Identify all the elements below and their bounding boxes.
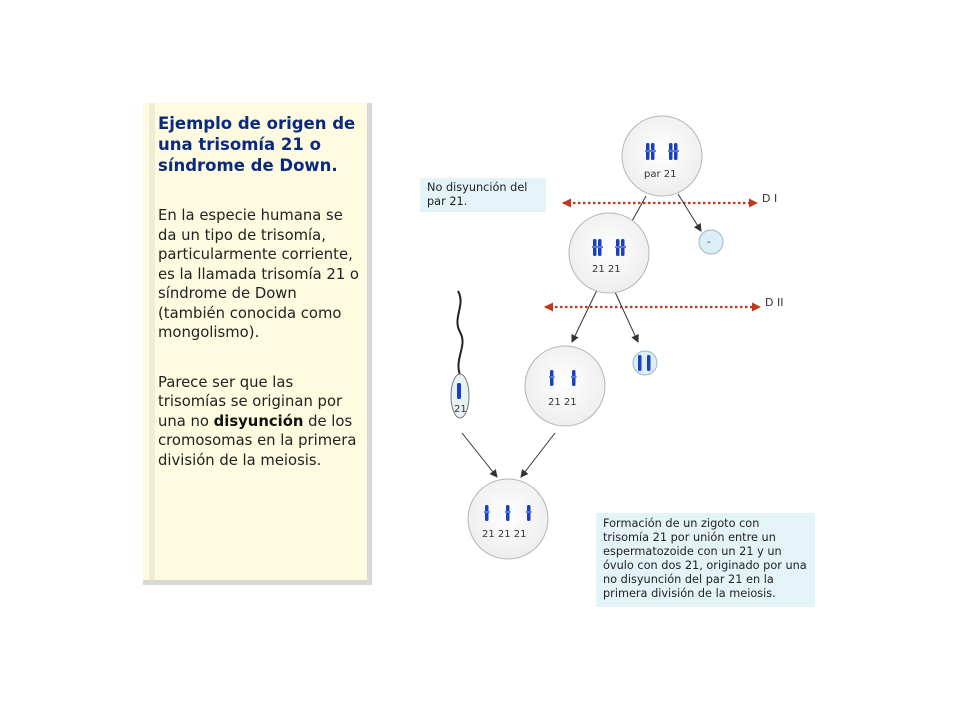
cell-middle: 21 21 [568, 212, 650, 294]
cell-empty-label: - [707, 237, 711, 248]
cell-top-label: par 21 [644, 169, 677, 180]
paragraph-origin-start: Parece ser que las trisomías se originan… [158, 373, 343, 430]
chromosome-icon [549, 370, 555, 386]
arrow-mid-to-gamete [614, 291, 639, 343]
chromosome-icon [457, 383, 461, 399]
cell-empty: - [698, 229, 724, 255]
chromosome-icon [484, 505, 490, 521]
sperm-cell: 21 [450, 290, 470, 419]
nondisjunction-note: No disyunción del par 21. [420, 178, 546, 212]
chromosome-icon [526, 505, 532, 521]
arrow-lower-to-zygote [520, 432, 556, 478]
arrow-top-to-empty [677, 193, 702, 232]
keyword-disyuncion: disyunción [213, 412, 304, 430]
division-2-label: D II [765, 296, 783, 309]
chromosome-icon [505, 505, 511, 521]
zygote-label: 21 21 21 [482, 529, 527, 540]
chromosome-icon [615, 239, 626, 256]
chromosome-icon [571, 370, 577, 386]
formation-note: Formación de un zigoto con trisomía 21 p… [596, 513, 815, 607]
paragraph-origin: Parece ser que las trisomías se originan… [158, 373, 365, 471]
paragraph-origin-end: de los cromosomas en la primera división… [158, 412, 357, 469]
zygote-cell: 21 21 21 [467, 478, 549, 560]
arrow-sperm-to-zygote [461, 432, 498, 478]
panel-title: Ejemplo de origen de una trisomía 21 o s… [158, 114, 356, 175]
cell-gamete [632, 350, 658, 376]
chromosome-icon [668, 143, 679, 160]
cell-middle-label: 21 21 [592, 264, 621, 275]
cell-lower: 21 21 [524, 345, 606, 427]
text-panel-inner: Ejemplo de origen de una trisomía 21 o s… [149, 103, 365, 580]
arrow-mid-to-lower [571, 289, 598, 343]
division-1-label: D I [762, 192, 777, 205]
chromosome-icon [638, 355, 642, 371]
chromosome-icon [592, 239, 603, 256]
text-panel: Ejemplo de origen de una trisomía 21 o s… [143, 103, 372, 585]
chromosome-icon [645, 143, 656, 160]
cell-lower-label: 21 21 [548, 397, 577, 408]
paragraph-intro: En la especie humana se da un tipo de tr… [158, 207, 359, 341]
cell-top: par 21 [621, 115, 703, 197]
sperm-label: 21 [454, 404, 467, 415]
chromosome-icon [647, 355, 651, 371]
